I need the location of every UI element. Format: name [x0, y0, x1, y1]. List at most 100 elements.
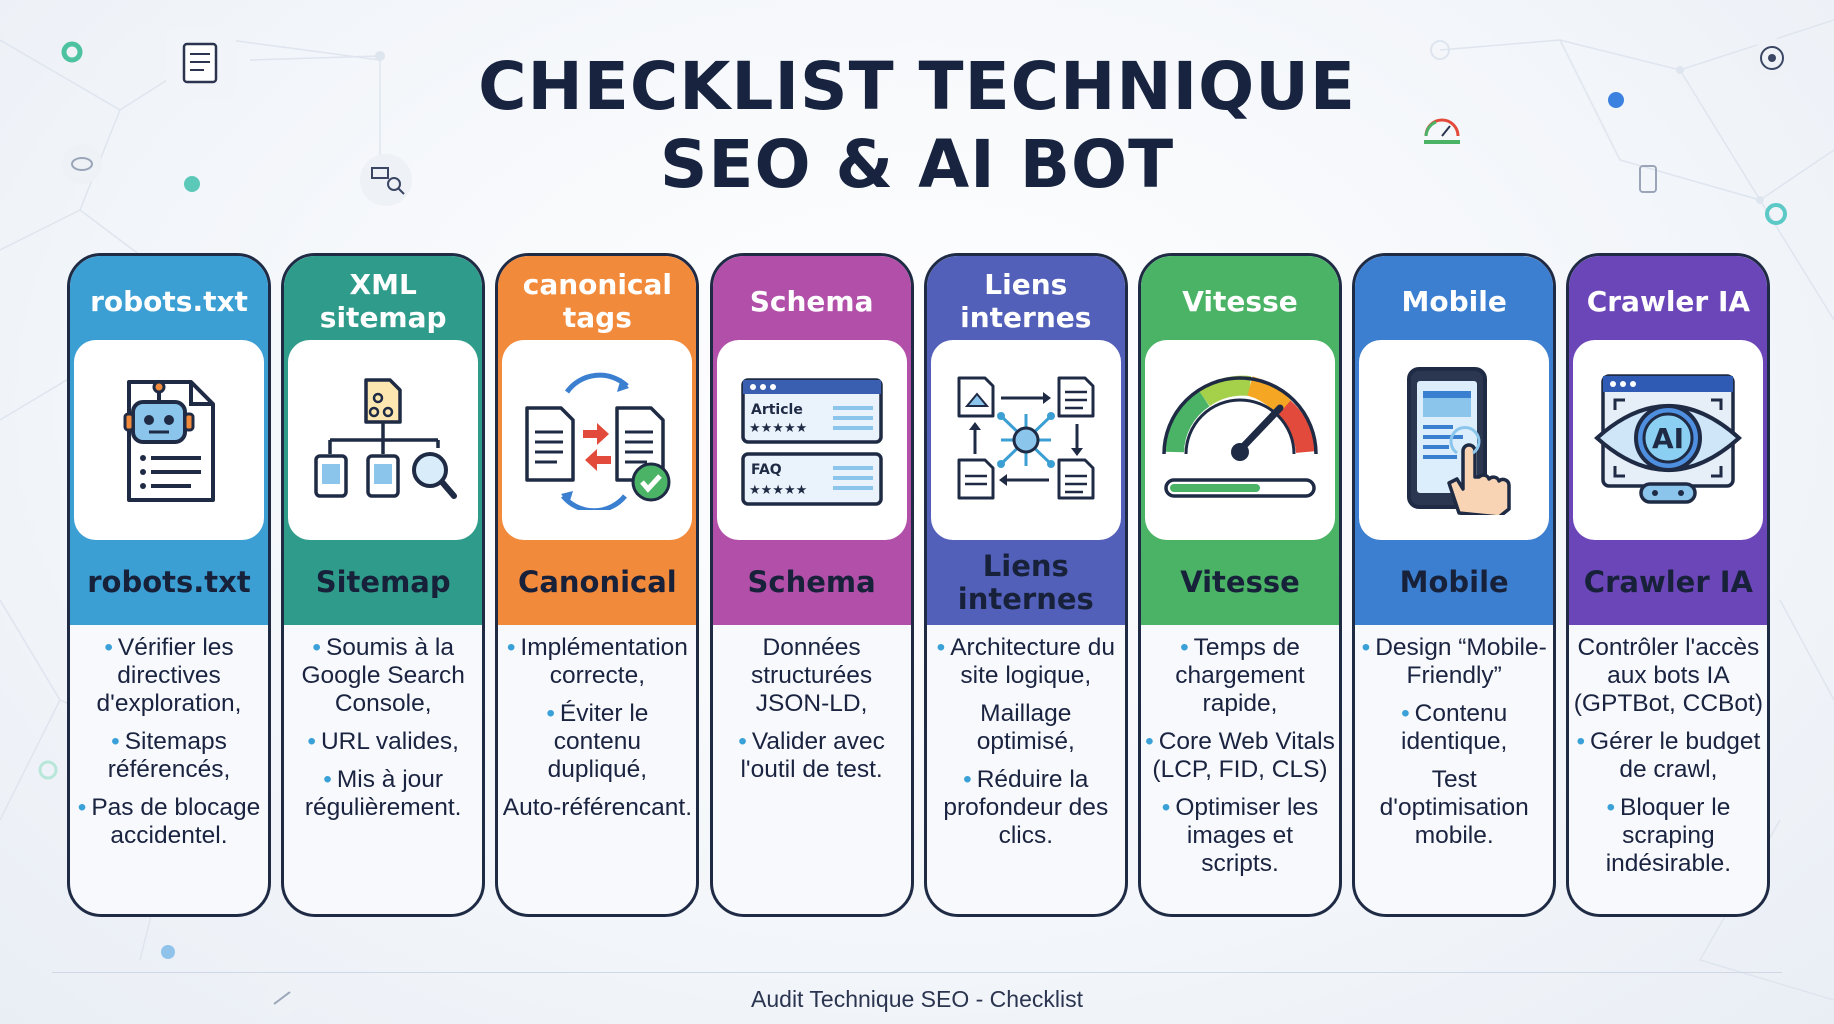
canonical-documents-icon: [502, 340, 693, 540]
checklist-item-text: Contrôler l'accès aux bots IA (GPTBot, C…: [1573, 634, 1763, 717]
card-canonical: canonical tags CanonicalImplémentation c…: [495, 253, 700, 917]
checklist-item-text: Mis à jour régulièrement.: [304, 766, 462, 821]
checklist-item: Optimiser les images et scripts.: [1145, 794, 1335, 878]
footer-divider: [52, 972, 1782, 973]
checklist-item: Éviter le contenu dupliqué,: [502, 700, 692, 784]
card-mobile: Mobile MobileDesign “Mobile-Friendly” Con…: [1352, 253, 1557, 917]
card-label: Crawler IA: [1583, 565, 1753, 599]
card-crawler-ia: Crawler IA AI Crawler IA Contrôler l'accè…: [1566, 253, 1771, 917]
settings-eye-icon: [1752, 38, 1792, 78]
svg-text:★★★★★: ★★★★★: [749, 421, 807, 436]
title-line-1: CHECKLIST TECHNIQUE: [478, 48, 1356, 125]
card-checklist: Soumis à la Google Search Console, URL va…: [284, 634, 482, 832]
card-checklist: Architecture du site logique, Maillage op…: [927, 634, 1125, 860]
checklist-item: Vérifier les directives d'exploration,: [74, 634, 264, 718]
checklist-item-text: Maillage optimisé,: [976, 700, 1075, 755]
checklist-item-text: Design “Mobile-Friendly”: [1375, 634, 1547, 689]
card-label: Liens internes: [957, 548, 1094, 616]
card-checklist: Implémentation correcte, Éviter le conten…: [498, 634, 696, 832]
card-header: Vitesse: [1141, 256, 1339, 346]
link-icon: [264, 980, 300, 1016]
checklist-item-text: Temps de chargement rapide,: [1175, 634, 1305, 717]
checklist-item: Valider avec l'outil de test.: [717, 728, 907, 784]
ai-eye-crawler-icon: AI: [1573, 340, 1764, 540]
card-checklist: Design “Mobile-Friendly” Contenu identiqu…: [1355, 634, 1553, 860]
checklist-item-text: Données structurées JSON-LD,: [751, 634, 873, 717]
checklist-item-text: Soumis à la Google Search Console,: [301, 634, 465, 717]
checklist-item-text: Éviter le contenu dupliqué,: [547, 700, 649, 783]
card-robots-txt: robots.txt robots.txtVérifier les direct…: [67, 253, 271, 917]
card-header: XML sitemap: [284, 256, 483, 346]
page-title: CHECKLIST TECHNIQUE SEO & AI BOT: [0, 48, 1834, 204]
robot-document-icon: [74, 340, 264, 540]
phone-outline-icon: [1639, 165, 1657, 193]
checklist-item: Design “Mobile-Friendly”: [1359, 634, 1549, 690]
svg-text:FAQ: FAQ: [751, 462, 782, 478]
footer-caption: Audit Technique SEO - Checklist: [751, 986, 1083, 1012]
svg-text:Article: Article: [751, 402, 803, 418]
checklist-item: Contrôler l'accès aux bots IA (GPTBot, C…: [1573, 634, 1763, 718]
checklist-item: Pas de blocage accidentel.: [74, 794, 264, 850]
svg-text:★★★★★: ★★★★★: [749, 483, 807, 498]
checklist-item-text: Sitemaps référencés,: [107, 728, 231, 783]
card-header: robots.txt: [70, 256, 268, 346]
card-header: Schema: [712, 256, 911, 346]
card-label: robots.txt: [87, 565, 251, 599]
sitemap-search-icon: [360, 154, 412, 206]
checklist-item-text: Gérer le budget de crawl,: [1590, 728, 1761, 783]
card-label: Vitesse: [1180, 565, 1300, 599]
sitemap-tree-icon: [288, 340, 479, 540]
checklist-cards: robots.txt robots.txtVérifier les direct…: [67, 253, 1771, 917]
card-checklist: Vérifier les directives d'exploration, Si…: [70, 634, 268, 860]
card-sitemap: XML sitemap SitemapSoumis à la Google Se…: [281, 253, 486, 917]
checklist-item: Temps de chargement rapide,: [1145, 634, 1335, 718]
checklist-item: Auto-référencant.: [502, 794, 692, 822]
card-label: Schema: [747, 565, 876, 599]
checklist-item-text: Bloquer le scraping indésirable.: [1605, 794, 1732, 877]
checklist-item: Mis à jour régulièrement.: [288, 766, 478, 822]
checklist-item-text: Valider avec l'outil de test.: [740, 728, 885, 783]
checklist-item-text: URL valides,: [320, 728, 459, 755]
speedometer-icon: [1145, 340, 1335, 540]
checklist-item-text: Auto-référencant.: [502, 794, 693, 821]
checklist-item: Test d'optimisation mobile.: [1359, 766, 1549, 850]
card-header: Mobile: [1355, 256, 1554, 346]
checklist-item: Bloquer le scraping indésirable.: [1573, 794, 1763, 878]
card-header: canonical tags: [498, 256, 697, 346]
card-checklist: Contrôler l'accès aux bots IA (GPTBot, C…: [1569, 634, 1767, 888]
card-liens-internes: Liens internes Liens internesArchitectur…: [923, 253, 1128, 917]
checklist-item-text: Core Web Vitals (LCP, FID, CLS): [1152, 728, 1335, 783]
doc-icon: [166, 28, 236, 98]
checklist-item-text: Test d'optimisation mobile.: [1379, 766, 1529, 849]
checklist-item: Soumis à la Google Search Console,: [288, 634, 478, 718]
card-vitesse: Vitesse VitesseTemps de chargement rapid…: [1138, 253, 1342, 917]
schema-rich-results-icon: Article ★★★★★ FAQ ★★★★★: [716, 340, 907, 540]
checklist-item: Gérer le budget de crawl,: [1573, 728, 1763, 784]
card-label: Mobile: [1399, 565, 1509, 599]
mobile-phone-tap-icon: [1359, 340, 1550, 540]
card-checklist: Données structurées JSON-LD, Valider avec…: [713, 634, 911, 794]
checklist-item-text: Optimiser les images et scripts.: [1175, 794, 1319, 877]
checklist-item: Sitemaps référencés,: [74, 728, 264, 784]
checklist-item-text: Implémentation correcte,: [520, 634, 688, 689]
title-line-2: SEO & AI BOT: [659, 126, 1175, 203]
internal-links-network-icon: [930, 340, 1121, 540]
svg-text:AI: AI: [1652, 422, 1684, 455]
checklist-item: Implémentation correcte,: [502, 634, 692, 690]
checklist-item-text: Pas de blocage accidentel.: [91, 794, 261, 849]
eye-icon: [62, 144, 102, 184]
checklist-item: Réduire la profondeur des clics.: [931, 766, 1121, 850]
checklist-item: Contenu identique,: [1359, 700, 1549, 756]
checklist-item: Architecture du site logique,: [931, 634, 1121, 690]
card-header: Crawler IA: [1569, 256, 1768, 346]
checklist-item-text: Architecture du site logique,: [950, 634, 1115, 689]
checklist-item-text: Contenu identique,: [1401, 700, 1508, 755]
checklist-item-text: Vérifier les directives d'exploration,: [96, 634, 242, 717]
checklist-item: Maillage optimisé,: [931, 700, 1121, 756]
gauge-icon: [1424, 118, 1460, 144]
card-header: Liens internes: [926, 256, 1125, 346]
card-checklist: Temps de chargement rapide, Core Web Vita…: [1141, 634, 1339, 888]
checklist-item-text: Réduire la profondeur des clics.: [943, 766, 1109, 849]
card-label: Canonical: [518, 565, 677, 599]
